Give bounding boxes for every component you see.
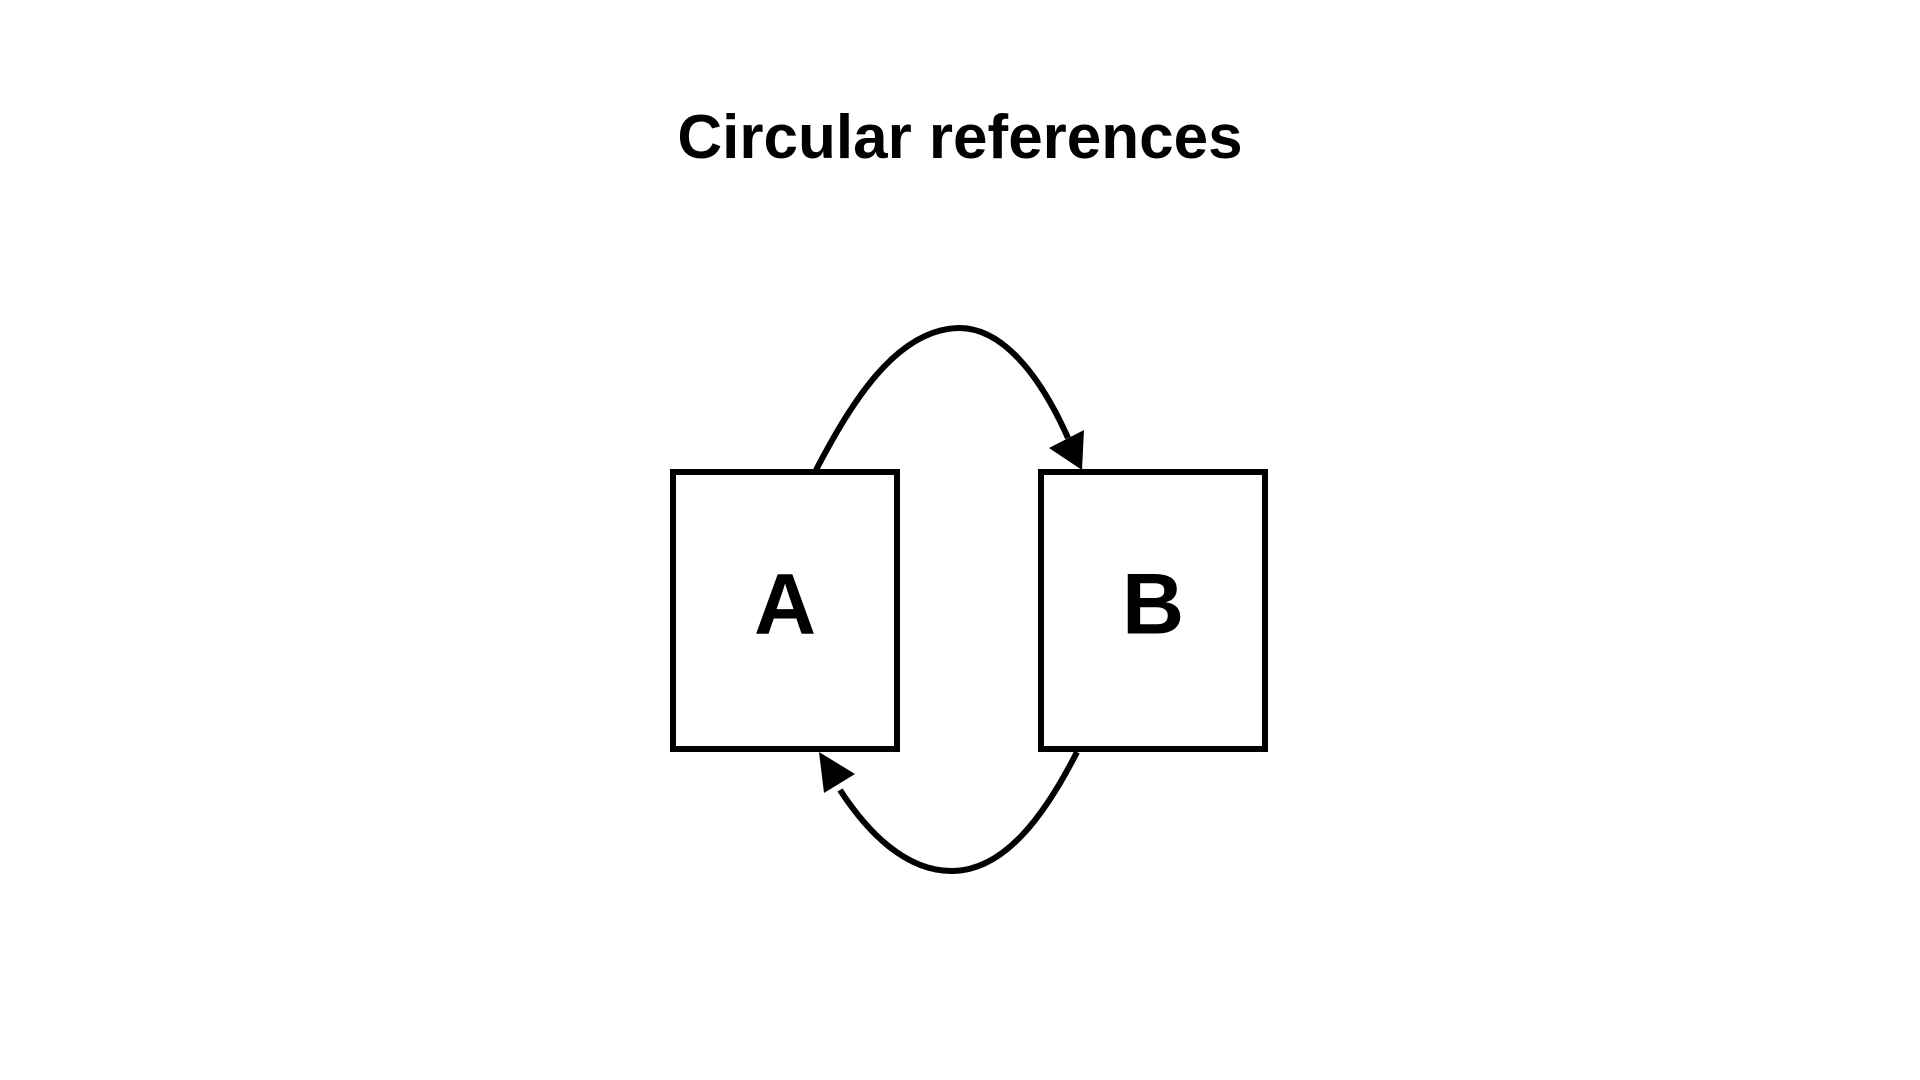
- node-b-label: B: [1122, 557, 1184, 653]
- edge-b-to-a-line: [837, 750, 1080, 875]
- node-b-box: [1038, 469, 1268, 752]
- edge-a-to-b-line: [813, 324, 1071, 472]
- node-a: A: [670, 469, 900, 752]
- edge-a-to-b: [813, 324, 1084, 472]
- node-b: B: [1038, 469, 1268, 752]
- node-a-box: [670, 469, 900, 752]
- slide-title: Circular references: [677, 103, 1243, 172]
- edge-b-to-a-arrowhead: [819, 752, 855, 793]
- edge-a-to-b-arrowhead: [1049, 430, 1084, 470]
- node-a-label: A: [754, 557, 816, 653]
- edge-b-to-a: [819, 750, 1080, 875]
